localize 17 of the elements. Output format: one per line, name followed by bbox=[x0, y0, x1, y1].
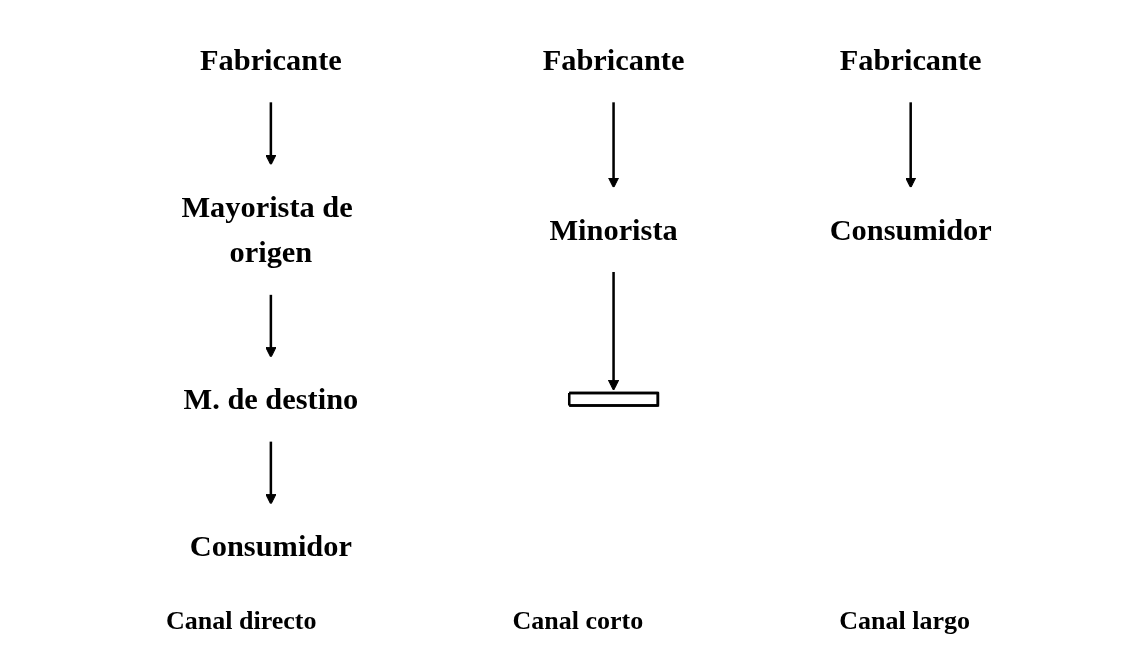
arrow bbox=[905, 101, 917, 189]
node-text: Mayorista de origen bbox=[181, 190, 353, 269]
node-text: Minorista bbox=[549, 213, 678, 247]
arrow bbox=[608, 101, 620, 189]
node-text: Fabricante bbox=[542, 43, 685, 77]
channel-label: Canal largo bbox=[839, 606, 970, 637]
arrow bbox=[608, 271, 620, 391]
arrow bbox=[265, 101, 277, 166]
node-text: M. de destino bbox=[183, 382, 359, 416]
channel-label: Canal directo bbox=[166, 606, 317, 637]
channel-label: Canal corto bbox=[512, 606, 644, 637]
node-text: Consumidor bbox=[189, 529, 352, 563]
node-text: Consumidor bbox=[829, 213, 992, 247]
node-text: Fabricante bbox=[839, 43, 982, 77]
arrow bbox=[265, 294, 277, 358]
arrow bbox=[265, 441, 277, 505]
node-text: Fabricante bbox=[199, 43, 342, 77]
